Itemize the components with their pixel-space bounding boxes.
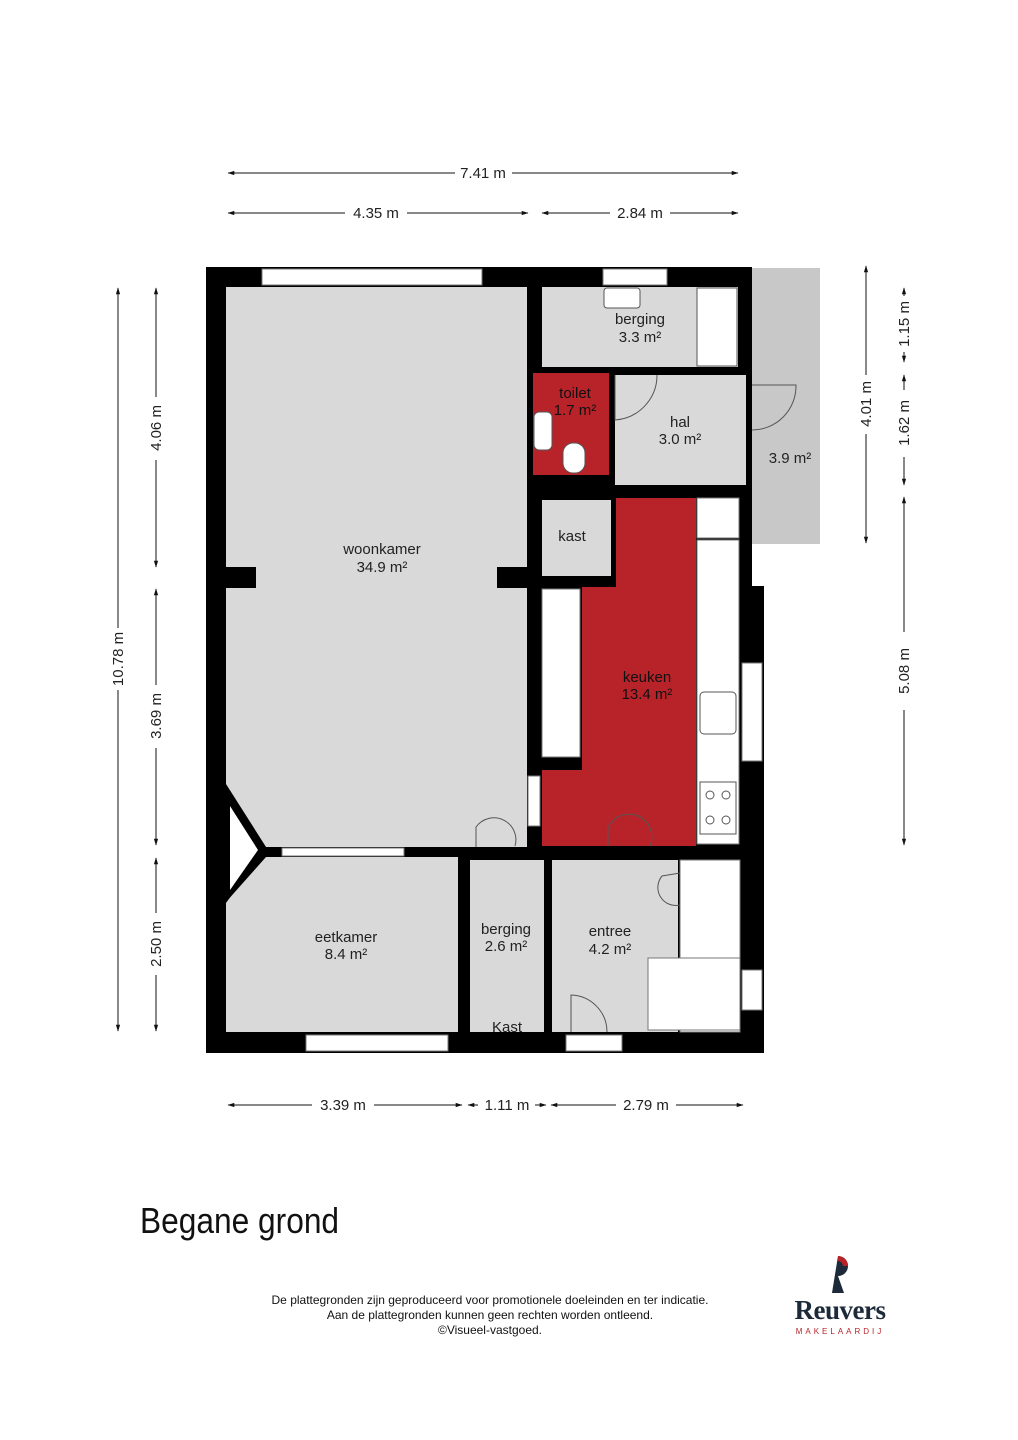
dim-top-total: 7.41 m xyxy=(460,165,506,182)
eetkamer-floor xyxy=(226,857,458,1032)
reuvers-logo: Reuvers MAKELAARDIJ xyxy=(780,1253,900,1343)
dim-right-1: 4.01 m xyxy=(858,381,875,427)
dim-bottom-3: 2.79 m xyxy=(623,1097,669,1114)
brand-name: Reuvers xyxy=(794,1295,886,1325)
hal-name: hal xyxy=(670,414,690,431)
toilet-name: toilet xyxy=(559,385,592,402)
dim-bottom-2: 1.11 m xyxy=(485,1097,530,1114)
terrace-area: 3.9 m² xyxy=(769,450,812,467)
berging-mid-area: 2.6 m² xyxy=(485,938,528,955)
meter-cabinet xyxy=(647,957,741,1031)
berging-top-area: 3.3 m² xyxy=(619,329,662,346)
eetkamer-name: eetkamer xyxy=(315,929,378,946)
dim-left-1: 4.06 m xyxy=(148,405,165,451)
woonkamer-floor xyxy=(226,287,527,847)
disclaimer-line-1: De plattegronden zijn geproduceerd voor … xyxy=(271,1293,709,1307)
berging-top-name: berging xyxy=(615,311,665,328)
dim-top-left: 4.35 m xyxy=(353,205,399,222)
floor-title: Begane grond xyxy=(140,1200,340,1241)
keuken-side-cabinet xyxy=(541,588,581,758)
entree-area: 4.2 m² xyxy=(589,941,632,958)
keuken-area: 13.4 m² xyxy=(622,686,673,703)
keyhole-icon xyxy=(832,1256,848,1293)
dim-bottom-1: 3.39 m xyxy=(320,1097,366,1114)
dim-left-3: 2.50 m xyxy=(148,921,165,967)
disclaimer-line-2: Aan de plattegronden kunnen geen rechten… xyxy=(326,1308,654,1322)
hal-area: 3.0 m² xyxy=(659,431,702,448)
berging-mid-name: berging xyxy=(481,921,531,938)
dim-left-total: 10.78 m xyxy=(110,632,127,686)
keuken-top-cabinet xyxy=(696,497,740,539)
fixtures xyxy=(533,287,738,835)
dim-top-right: 2.84 m xyxy=(617,205,663,222)
dim-left-2: 3.69 m xyxy=(148,693,165,739)
dim-right-2: 1.15 m xyxy=(896,301,913,347)
woonkamer-area: 34.9 m² xyxy=(357,559,408,576)
brand-subtitle: MAKELAARDIJ xyxy=(795,1327,885,1336)
windows xyxy=(261,268,763,1052)
woonkamer-name: woonkamer xyxy=(342,541,421,558)
disclaimer: De plattegronden zijn geproduceerd voor … xyxy=(240,1293,740,1338)
keuken-floor xyxy=(542,498,696,846)
kast-top-floor xyxy=(542,500,611,576)
kast-top-name: kast xyxy=(558,528,586,545)
door-swings xyxy=(475,374,797,1033)
terrace xyxy=(752,268,820,544)
kast-bottom-name: Kast xyxy=(492,1019,523,1036)
eetkamer-area: 8.4 m² xyxy=(325,946,368,963)
dim-right-3: 1.62 m xyxy=(896,400,913,446)
dimension-lines xyxy=(115,170,907,1108)
disclaimer-line-3: ©Visueel-vastgoed. xyxy=(437,1323,542,1337)
keuken-name: keuken xyxy=(623,669,671,686)
berging-mid-floor xyxy=(470,860,544,1032)
dim-right-4: 5.08 m xyxy=(896,648,913,694)
toilet-area: 1.7 m² xyxy=(554,402,597,419)
hal-floor xyxy=(615,375,746,485)
entree-name: entree xyxy=(589,923,632,940)
